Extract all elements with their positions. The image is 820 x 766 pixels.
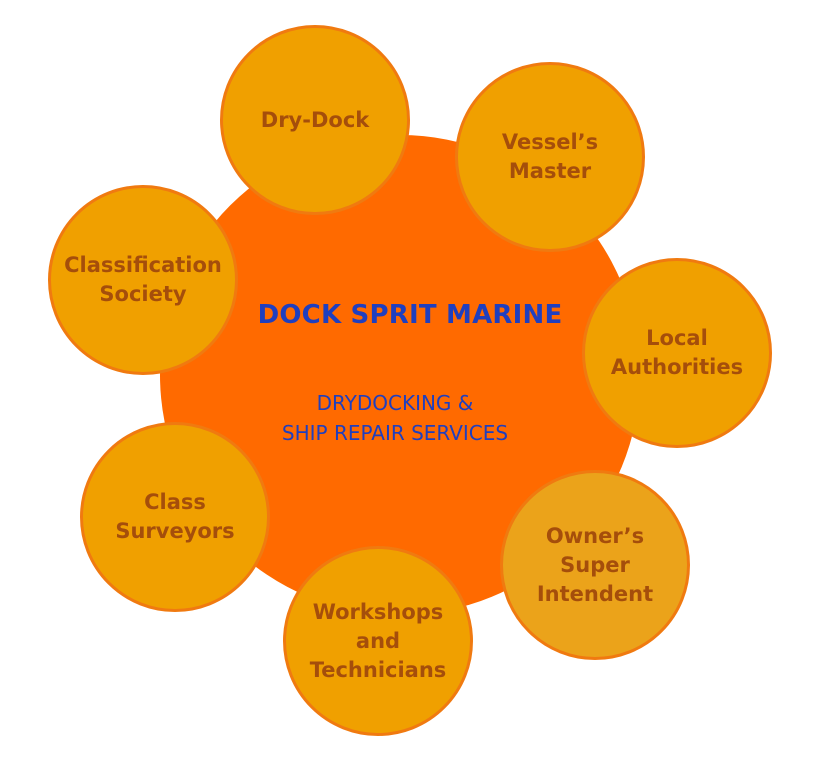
node-workshops-technicians: Workshops and Technicians — [283, 546, 473, 736]
node-label: Vessel’s Master — [501, 130, 599, 183]
node-label: Local Authorities — [610, 326, 744, 379]
node-label: Owner’s Super Intendent — [536, 523, 654, 606]
node-label: Classification Society — [64, 253, 222, 306]
node-class-surveyors: Class Surveyors — [80, 422, 270, 612]
node-label: Dry-Dock — [260, 107, 370, 132]
node-owners-super-intendent: Owner’s Super Intendent — [500, 470, 690, 660]
node-dry-dock: Dry-Dock — [220, 25, 410, 215]
node-label: Workshops and Technicians — [309, 599, 447, 682]
node-label: Class Surveyors — [115, 490, 235, 543]
center-title: DOCK SPRIT MARINE — [257, 300, 563, 330]
node-local-authorities: Local Authorities — [582, 258, 772, 448]
center-subtitle: DRYDOCKING & SHIP REPAIR SERVICES — [281, 391, 509, 445]
node-classification-society: Classification Society — [48, 185, 238, 375]
node-vessels-master: Vessel’s Master — [455, 62, 645, 252]
